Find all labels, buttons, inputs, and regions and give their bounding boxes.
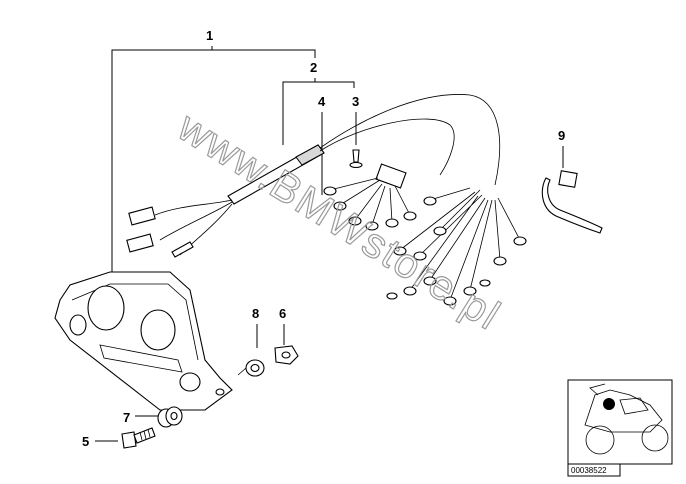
callout-5: 5: [82, 434, 89, 449]
screw-part-3: [349, 149, 363, 169]
callout-6: 6: [279, 306, 286, 321]
callout-3: 3: [352, 94, 359, 109]
bolt-part-5: [121, 427, 156, 449]
grommet-part-8: [237, 359, 265, 377]
cable-tie-part-9: [541, 170, 603, 234]
callout-1: 1: [206, 28, 213, 43]
main-wiring-harness: [126, 94, 527, 306]
callout-4: 4: [318, 94, 326, 109]
diagram-code: 00038522: [571, 466, 607, 475]
watermark: www.BMWstore.pl: [169, 102, 509, 339]
callout-9: 9: [558, 128, 565, 143]
callout-7: 7: [123, 410, 130, 425]
callout-8: 8: [252, 306, 259, 321]
center-terminals: [323, 177, 417, 231]
instrument-housing: [54, 271, 233, 411]
right-terminals: [386, 187, 527, 306]
clip-part-6: [274, 345, 299, 365]
callout-2: 2: [310, 60, 317, 75]
motorcycle-icon: [584, 383, 669, 455]
bushing-part-7: [157, 406, 183, 428]
locator-thumbnail: 00038522: [567, 379, 673, 477]
